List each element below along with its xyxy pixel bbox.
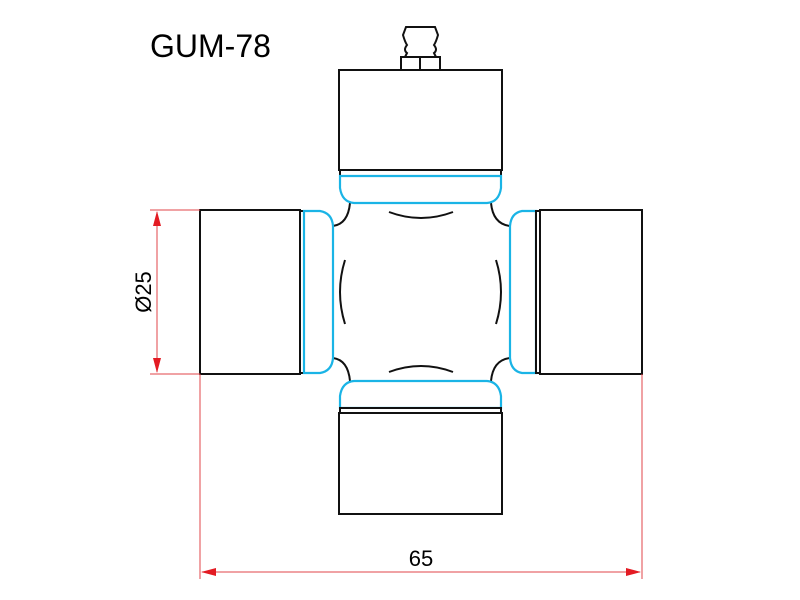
arrow-right-icon xyxy=(626,568,641,576)
arrow-up-icon xyxy=(153,211,161,226)
length-label: 65 xyxy=(409,546,433,571)
grease-nipple xyxy=(400,26,441,71)
body-fillets xyxy=(332,202,511,382)
diameter-dimension: Ø25 xyxy=(131,209,200,375)
arrow-down-icon xyxy=(153,358,161,373)
right-bearing-cap xyxy=(508,209,643,375)
diameter-label: Ø25 xyxy=(131,271,156,313)
bottom-bearing-cap xyxy=(338,379,503,515)
left-bearing-cap xyxy=(199,209,335,375)
top-bearing-cap xyxy=(338,69,503,205)
arrow-left-icon xyxy=(201,568,216,576)
body-arcs xyxy=(339,211,502,373)
length-dimension: 65 xyxy=(199,374,643,579)
part-number-title: GUM-78 xyxy=(150,28,271,64)
